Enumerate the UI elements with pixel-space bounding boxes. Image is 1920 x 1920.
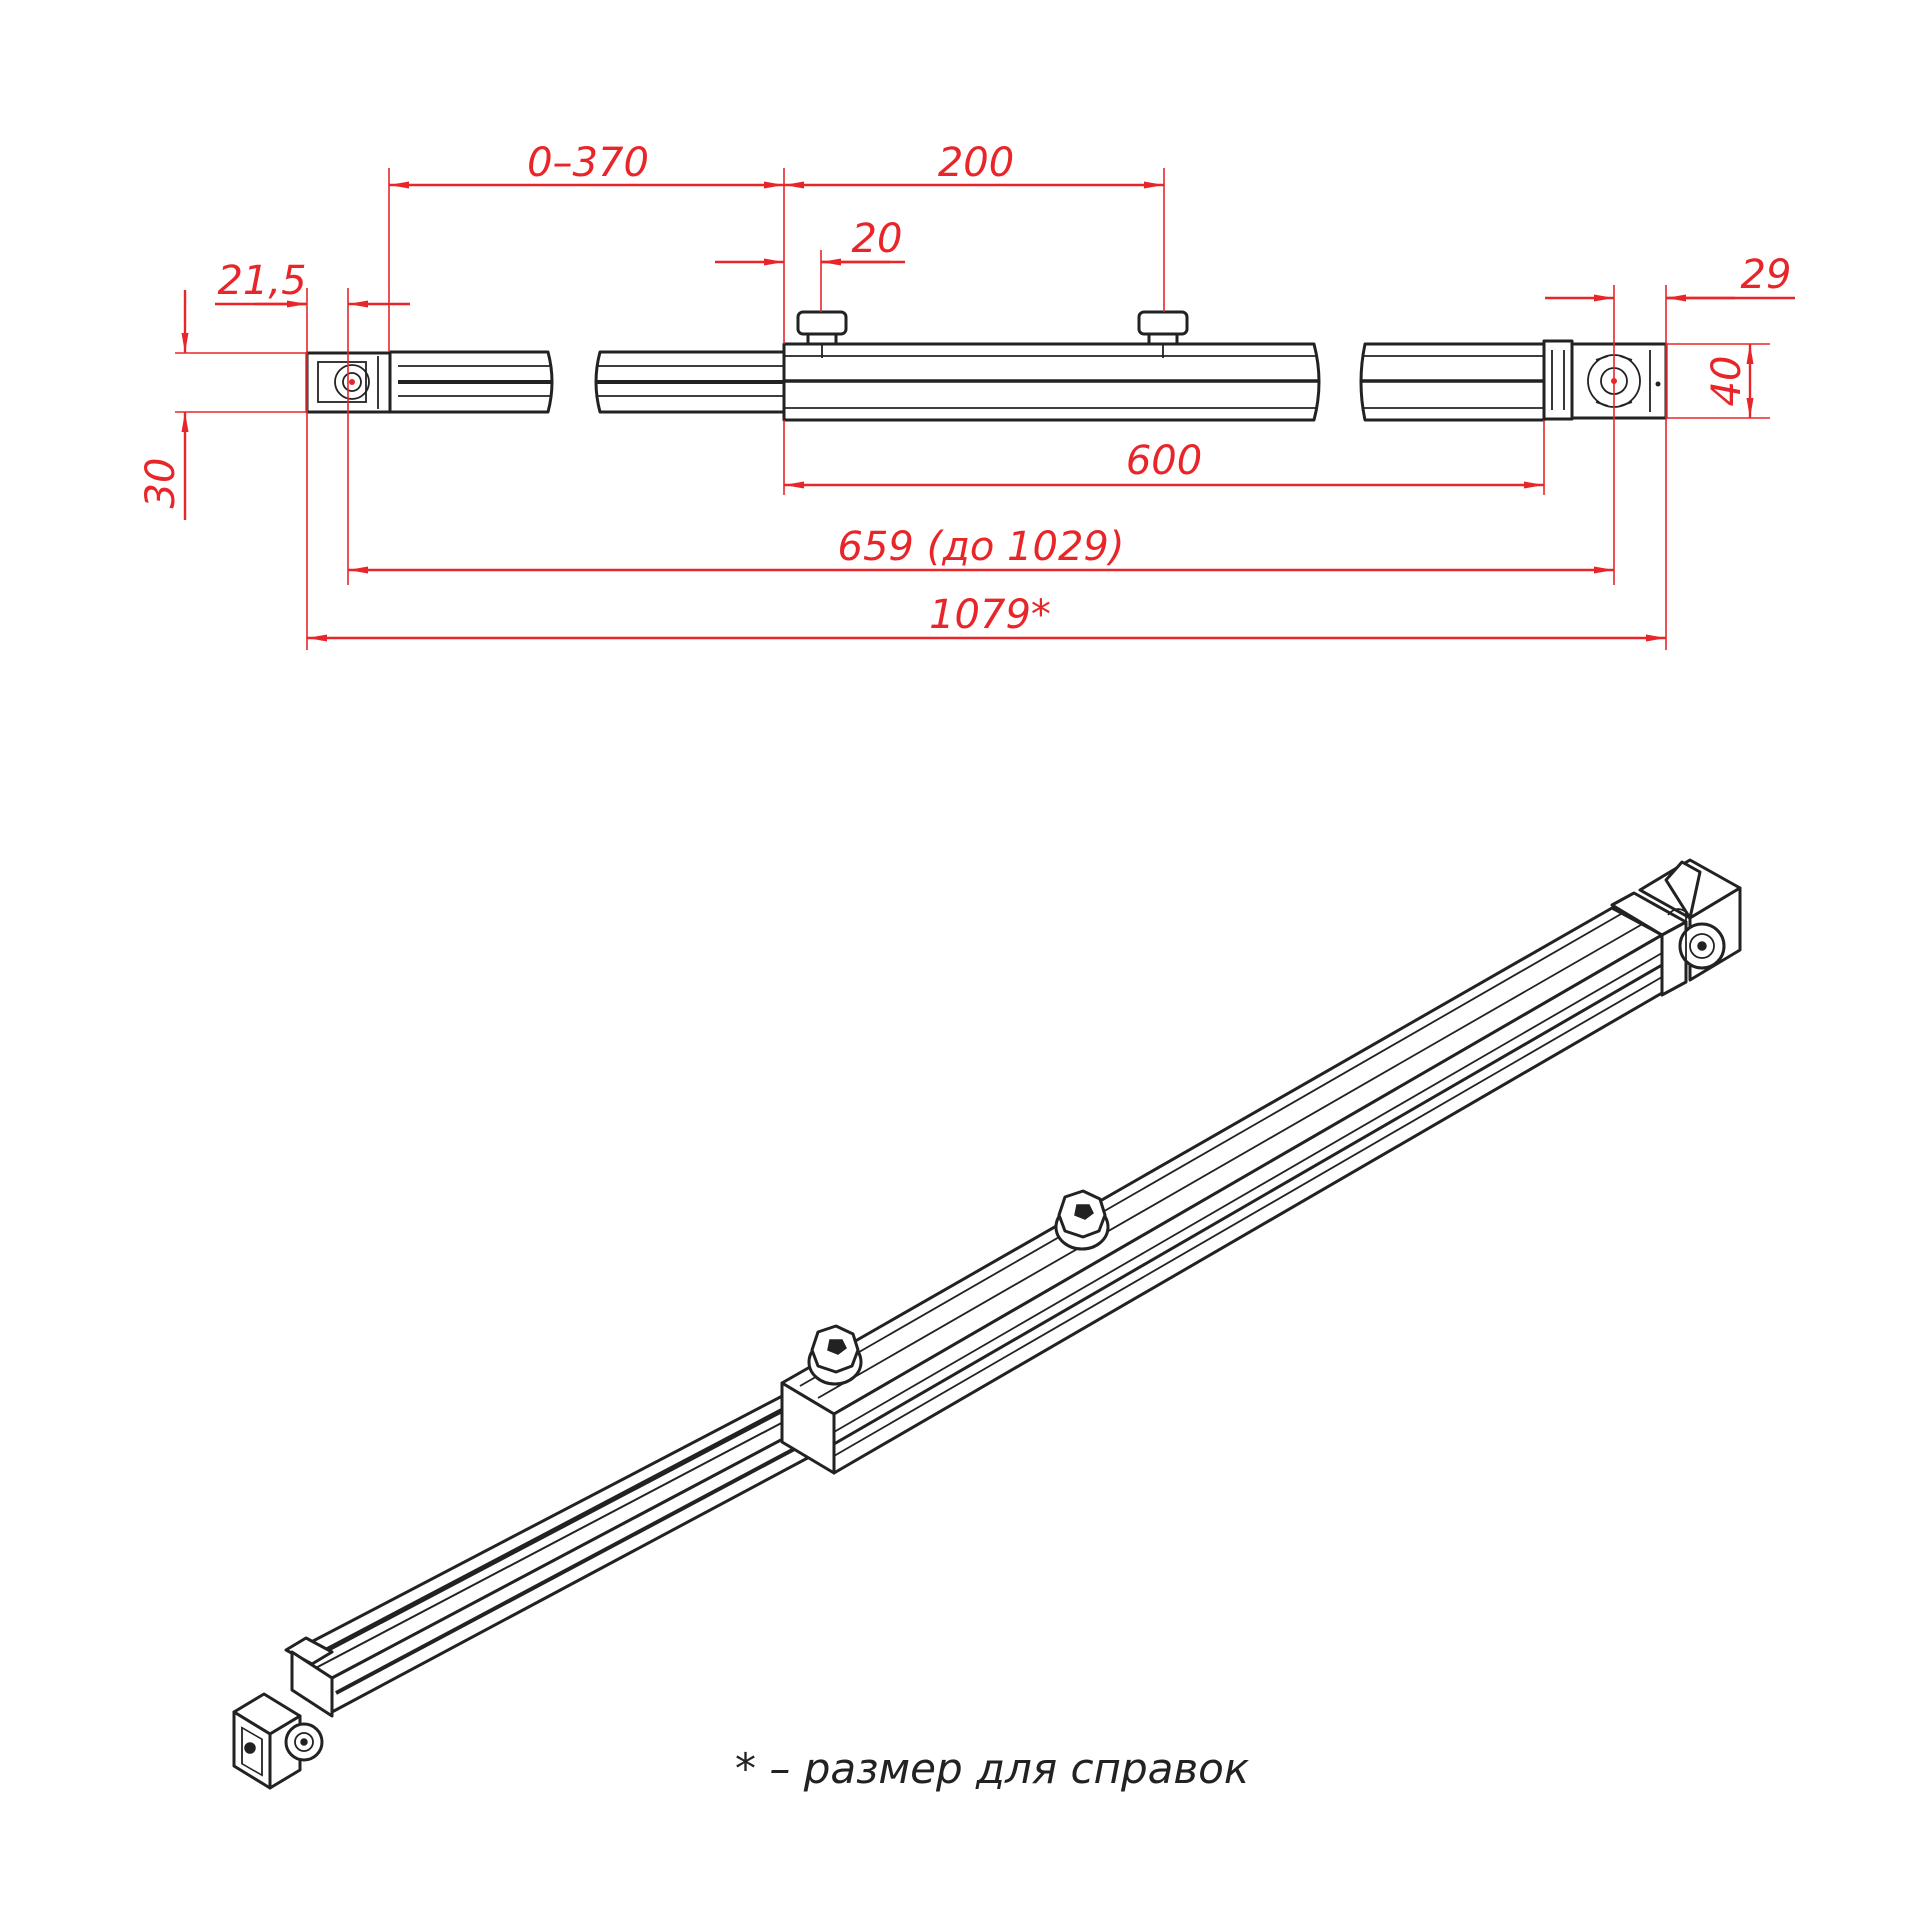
iso-outer-profile [780, 906, 1664, 1475]
dim-659: 659 (до 1029) [838, 524, 1125, 570]
iso-inner-profile [290, 1390, 832, 1714]
iso-upper-end-cap [1610, 858, 1742, 997]
dim-200: 200 [938, 140, 1014, 186]
iso-knob-lower [807, 1324, 863, 1386]
dim-30: 30 [138, 458, 184, 509]
right-end-cap [1542, 339, 1668, 421]
dim-21-5: 21,5 [217, 258, 306, 304]
knob-right [1137, 310, 1189, 358]
dim-1079: 1079* [929, 592, 1051, 638]
dim-0-370: 0–370 [527, 140, 649, 186]
knob-left [796, 310, 848, 358]
dim-40: 40 [1704, 356, 1750, 407]
dim-600: 600 [1126, 438, 1202, 484]
isometric-view [232, 858, 1742, 1790]
inner-profile [388, 350, 786, 414]
front-view [305, 310, 1668, 422]
dim-20: 20 [852, 216, 903, 262]
outer-profile [782, 342, 1546, 422]
iso-lower-end-cap [232, 1636, 334, 1790]
dim-29: 29 [1741, 252, 1792, 298]
dimensions: 0–370 200 20 21,5 29 40 30 600 659 (до 1… [138, 140, 1795, 650]
reference-note: * – размер для справок [735, 1744, 1250, 1793]
iso-knob-upper [1054, 1189, 1110, 1251]
